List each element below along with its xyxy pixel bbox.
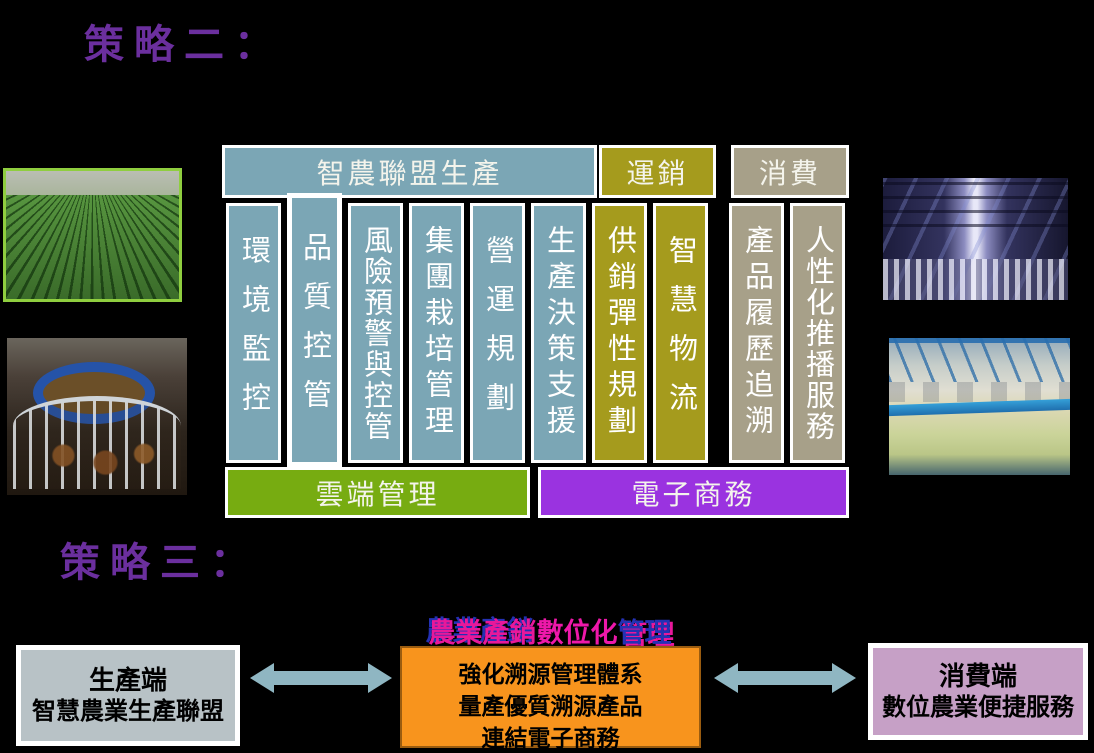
group-gap [714,333,723,334]
pillar-environment-monitoring: 環境監控 [226,203,281,463]
production-side-box: 生產端 智慧農業生產聯盟 [16,645,240,746]
pillar-group-cultivation-management: 集團栽培管理 [409,203,464,463]
consumer-side-title: 消費端 [938,661,1017,692]
title-part-agri-production-sales: 農業產銷 [428,618,537,648]
strategy-3-heading: 策略三： [60,541,260,585]
pillar-production-decision-support: 生產決策支援 [531,203,586,463]
wall-panels [889,382,1070,402]
header-smart-agri-alliance-production: 智農聯盟生產 [222,145,597,198]
right-double-arrow [714,663,856,693]
pillar-columns: 環境監控 品質控管 風險預警與控管 集團栽培管理 營運規劃 生產決策支援 供銷彈… [226,192,845,467]
poultry-house-photo [883,178,1068,300]
header-consumption: 消費 [731,145,849,198]
ceiling-beams [883,178,1068,227]
trace-line-2: 量產優質溯源產品 [458,692,643,719]
indoor-aquaculture-photo [889,338,1070,475]
traceability-box: 強化溯源管理體系 量產優質溯源產品 連結電子商務 [400,646,701,751]
consumer-side-subtitle: 數位農業便捷服務 [882,693,1074,721]
title-part-management: 管理 [617,618,672,648]
sky-band [6,171,179,195]
production-side-subtitle: 智慧農業生產聯盟 [32,697,224,725]
trace-line-1: 強化溯源管理體系 [458,661,643,687]
header-logistics: 運銷 [599,145,716,198]
rotary-dairy-parlor-photo [7,338,187,495]
farm-field-photo [3,168,182,302]
roof-trusses [889,338,1070,382]
production-side-title: 生產端 [88,665,167,696]
footer-cloud-management: 雲端管理 [225,467,530,518]
title-part-digitalization: 數位化 [536,618,618,648]
crop-rows [6,195,179,299]
pillar-supply-sales-flexible-planning: 供銷彈性規劃 [592,203,647,463]
pillar-quality-control: 品質控管 [287,192,342,467]
pillar-product-trace-history: 產品履歷追溯 [729,203,784,463]
pillar-smart-logistics: 智慧物流 [653,203,708,463]
cage-rows [883,258,1068,300]
trace-line-3: 連結電子商務 [481,724,620,751]
pillar-operations-planning: 營運規劃 [470,203,525,463]
pillar-personalized-push-service: 人性化推播服務 [790,203,845,463]
pillar-risk-warning-control: 風險預警與控管 [348,203,403,463]
footer-e-commerce: 電子商務 [538,467,849,518]
left-double-arrow [250,663,392,693]
parlor-railings [13,396,181,489]
strategy-2-heading: 策略二： [84,23,284,67]
consumer-side-box: 消費端 數位農業便捷服務 [868,643,1088,740]
digital-management-title: 農業產銷數位化管理 [400,611,700,650]
